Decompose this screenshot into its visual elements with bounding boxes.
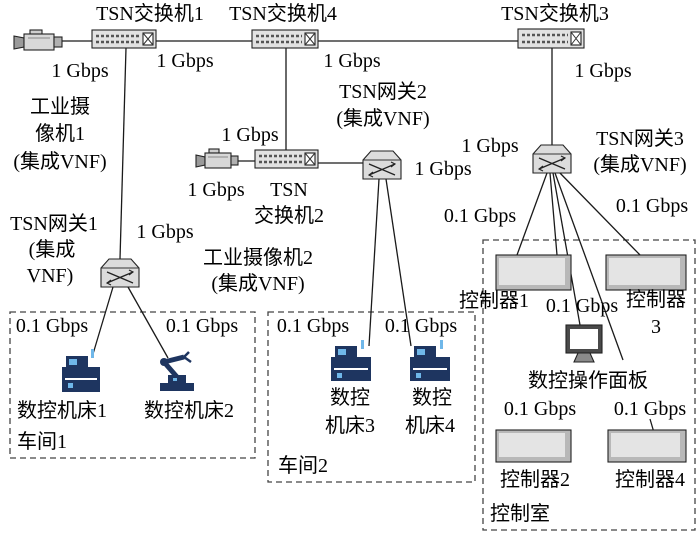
camera-1-label-line-1: 工业摄	[30, 95, 90, 118]
bw-switch3-gateway3-upper: 1 Gbps	[574, 60, 631, 82]
switch-2-label-line-1: TSN	[270, 179, 308, 201]
bw-gateway2-machine3: 0.1 Gbps	[277, 315, 349, 337]
bw-switch4-switch2: 1 Gbps	[221, 124, 278, 146]
cnc-machine-4-icon	[410, 340, 450, 381]
bw-gateway1-machine2: 0.1 Gbps	[166, 315, 238, 337]
link-gateway3-controller2	[549, 172, 558, 256]
bw-switch3-gateway3-lower: 1 Gbps	[461, 135, 518, 157]
tsn-gateway-1-icon	[100, 258, 140, 288]
cnc-machine-1-icon	[62, 349, 100, 392]
bw-gateway3-controller1: 0.1 Gbps	[444, 205, 516, 227]
machine-3-label-line-2: 机床3	[325, 414, 375, 437]
switch-3-label: TSN交换机3	[501, 2, 609, 25]
bw-gateway3-panel: 0.1 Gbps	[546, 295, 618, 317]
workshop-1-zone	[9, 311, 256, 459]
camera-1-label-line-2: 像机1	[35, 122, 85, 145]
controller-3-label-line-2: 3	[651, 316, 661, 338]
controller-1-icon	[495, 254, 572, 291]
tsn-gateway-2-icon	[362, 150, 402, 180]
link-gateway2-machine4	[385, 178, 412, 347]
bw-gateway1-machine1: 0.1 Gbps	[16, 315, 88, 337]
link-gateway1-machine2	[127, 286, 169, 359]
machine-3-label-line-1: 数控	[330, 386, 370, 409]
link-gateway1-machine1	[92, 286, 114, 355]
bw-camera1-switch1: 1 Gbps	[51, 60, 108, 82]
bw-switch1-gateway1: 1 Gbps	[136, 221, 193, 243]
controller-4-label: 控制器4	[615, 468, 685, 491]
bw-gateway2-machine4: 0.1 Gbps	[385, 315, 457, 337]
bw-switch4-switch3: 1 Gbps	[323, 50, 380, 72]
link-gateway3-controller4	[554, 172, 624, 361]
gateway-3-label-line-2: (集成VNF)	[593, 153, 686, 176]
bw-gateway3-controller3: 0.1 Gbps	[616, 195, 688, 217]
camera-2-label-line-1: 工业摄像机2	[203, 246, 313, 269]
machine-2-label: 数控机床2	[144, 399, 234, 422]
controller-3-label-line-1: 控制器	[626, 288, 686, 311]
gateway-3-label-line-1: TSN网关3	[596, 127, 684, 150]
gateway-1-label-line-3: VNF)	[27, 265, 74, 287]
tsn-switch-3-icon	[517, 28, 585, 49]
gateway-1-label-line-2: (集成	[29, 238, 76, 261]
link-gateway3-controller3	[557, 170, 641, 256]
industrial-camera-2-icon	[195, 148, 239, 169]
gateway-1-label-line-1: TSN网关1	[10, 212, 98, 235]
camera-2-label-line-2: (集成VNF)	[211, 272, 304, 295]
bw-camera2-switch2: 1 Gbps	[187, 179, 244, 201]
link-gateway2-machine3	[368, 178, 380, 347]
link-switch1-gateway1	[119, 47, 127, 260]
machine-1-label: 数控机床1	[17, 399, 107, 422]
link-gateway3-controller1	[516, 172, 548, 256]
tsn-switch-2-icon	[254, 149, 319, 169]
gateway-2-label-line-2: (集成VNF)	[336, 107, 429, 130]
bw-switch1-switch4: 1 Gbps	[156, 50, 213, 72]
tsn-gateway-3-icon	[532, 144, 572, 174]
control-room-label: 控制室	[490, 502, 550, 525]
cnc-panel-monitor-icon	[565, 324, 603, 363]
control-room-zone	[482, 239, 696, 531]
bw-switch2-gateway2: 1 Gbps	[414, 158, 471, 180]
tsn-switch-1-icon	[91, 29, 157, 49]
switch-1-label: TSN交换机1	[96, 2, 204, 25]
bw-gateway3-controller4: 0.1 Gbps	[614, 398, 686, 420]
cnc-panel-label: 数控操作面板	[528, 369, 648, 392]
tsn-switch-4-icon	[251, 29, 319, 49]
switch-4-label: TSN交换机4	[229, 2, 337, 25]
cnc-machine-3-icon	[331, 340, 371, 381]
controller-2-icon	[495, 429, 572, 463]
link-gateway3-panel	[552, 172, 581, 326]
workshop-1-label: 车间1	[17, 430, 67, 453]
camera-1-label-line-3: (集成VNF)	[13, 150, 106, 173]
controller-1-label: 控制器1	[459, 289, 529, 312]
industrial-camera-1-icon	[13, 29, 63, 51]
machine-4-label-line-1: 数控	[412, 386, 452, 409]
machine-4-label-line-2: 机床4	[405, 414, 455, 437]
switch-2-label-line-2: 交换机2	[254, 204, 324, 227]
controller-2-label: 控制器2	[500, 468, 570, 491]
bw-gateway3-controller2: 0.1 Gbps	[504, 398, 576, 420]
gateway-2-label-line-1: TSN网关2	[339, 80, 427, 103]
controller-4-icon	[607, 429, 687, 463]
controller-3-icon	[605, 254, 687, 291]
workshop-2-label: 车间2	[278, 454, 328, 477]
cnc-machine-2-robot-icon	[160, 351, 194, 391]
